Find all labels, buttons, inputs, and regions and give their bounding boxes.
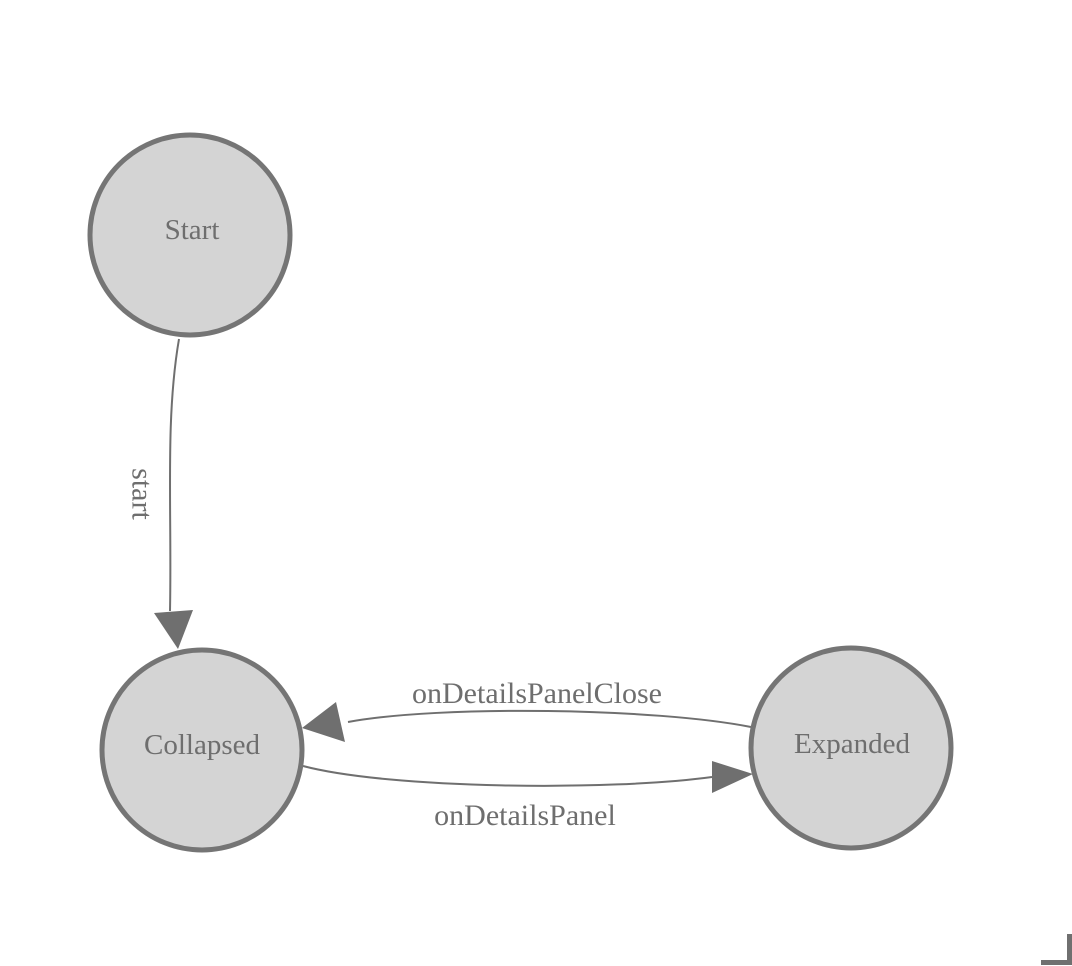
edge-start-to-collapsed-arrowhead-icon xyxy=(154,610,193,649)
edge-label-on-details-panel: onDetailsPanel xyxy=(434,799,616,832)
edge-start-to-collapsed-line xyxy=(168,338,180,612)
edge-label-on-details-panel-close: onDetailsPanelClose xyxy=(412,677,662,710)
edge-expanded-to-collapsed-arrowhead-icon xyxy=(302,702,345,742)
node-start-circle xyxy=(87,132,293,338)
edge-collapsed-to-expanded-arrowhead-icon xyxy=(712,761,753,793)
node-expanded-label: Expanded xyxy=(794,728,910,760)
node-expanded: Expanded xyxy=(748,645,954,851)
edge-collapsed-to-expanded: onDetailsPanel xyxy=(302,761,753,832)
edge-expanded-to-collapsed-line xyxy=(347,709,752,728)
node-start-label: Start xyxy=(165,214,220,246)
edge-collapsed-to-expanded-line xyxy=(302,765,713,787)
node-collapsed: Collapsed xyxy=(99,647,305,853)
node-start: Start xyxy=(87,132,293,338)
corner-mark-vertical-bar xyxy=(1067,934,1072,965)
node-collapsed-label: Collapsed xyxy=(144,729,260,761)
edge-expanded-to-collapsed: onDetailsPanelClose xyxy=(302,677,752,742)
canvas-corner-mark xyxy=(1041,934,1072,965)
node-collapsed-circle xyxy=(99,647,305,853)
corner-mark-horizontal-bar xyxy=(1041,960,1072,965)
node-expanded-circle xyxy=(748,645,954,851)
edge-start-to-collapsed: start xyxy=(126,338,193,649)
edge-label-start: start xyxy=(126,468,159,520)
